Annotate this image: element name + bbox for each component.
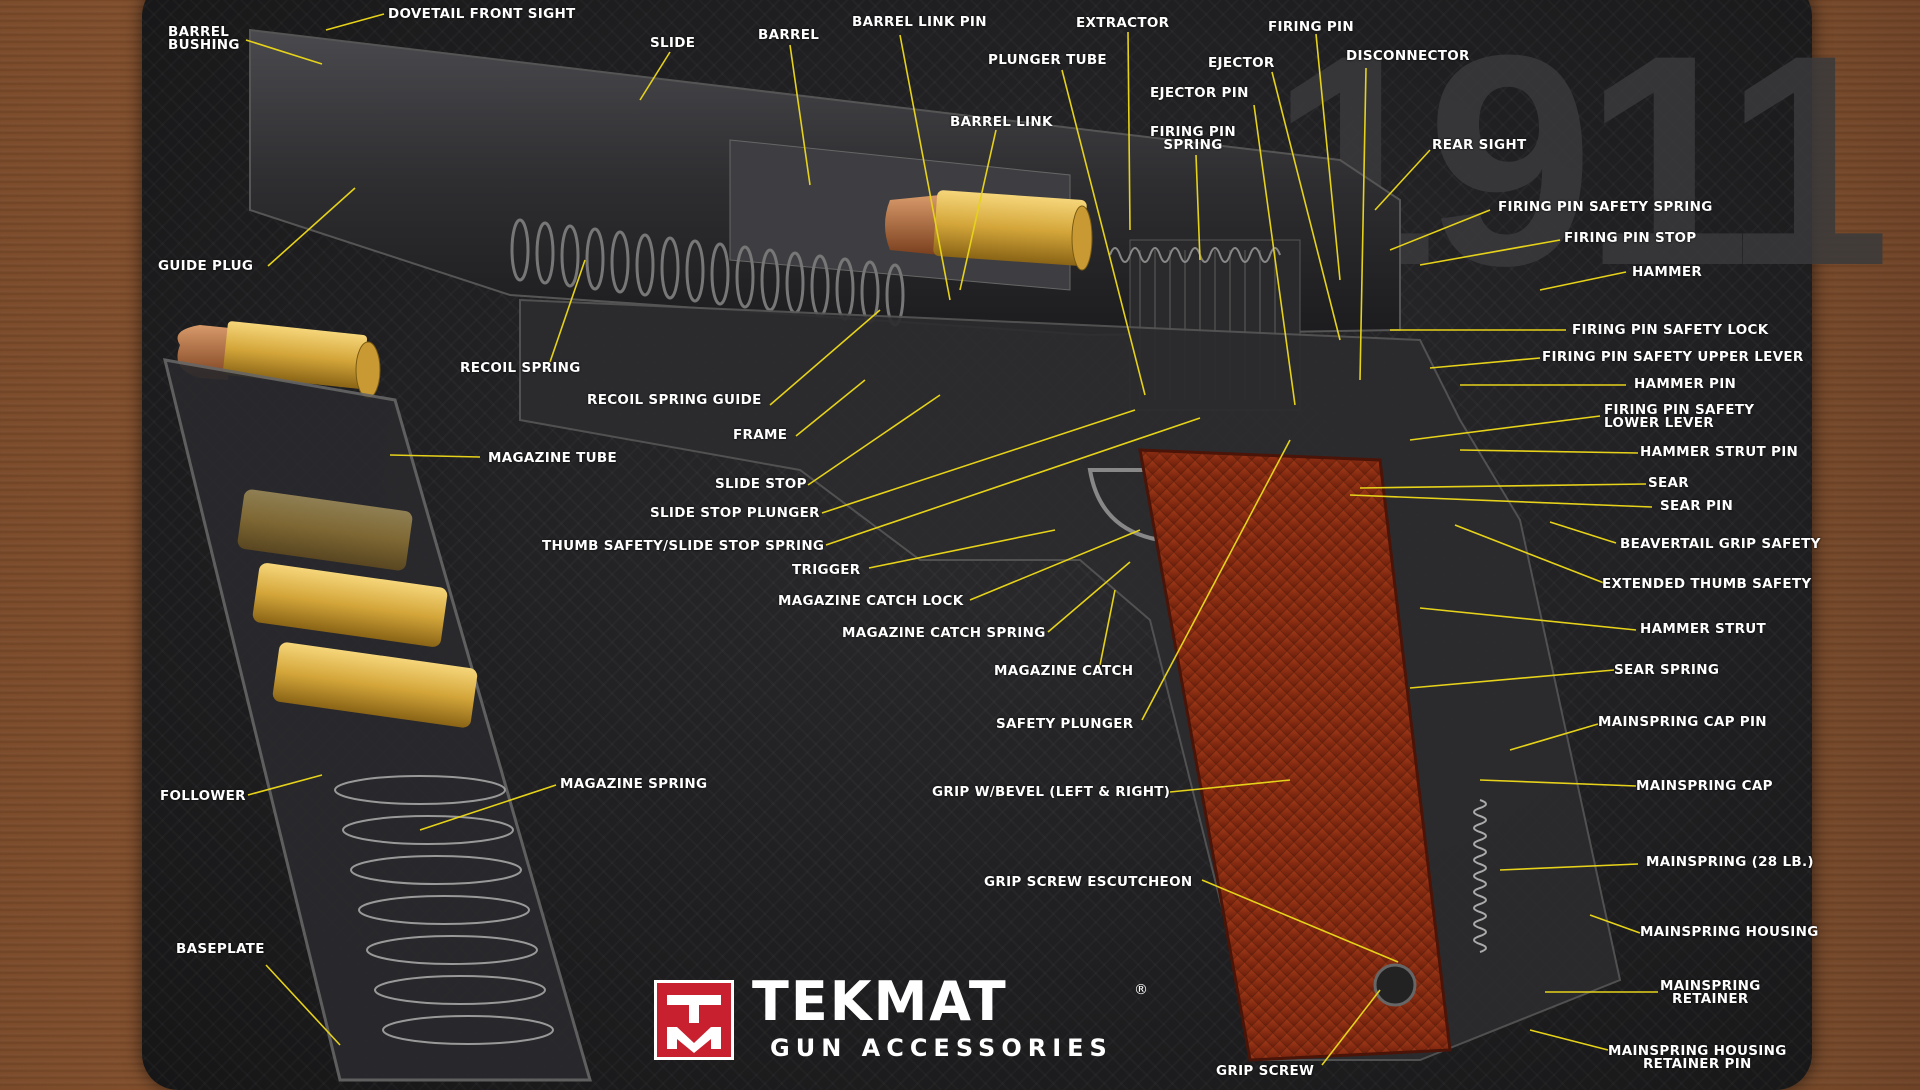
label-ejector-pin: EJECTOR PIN <box>1150 85 1249 101</box>
label-mainspring-housing-retainer-pin: MAINSPRING HOUSING RETAINER PIN <box>1608 1043 1787 1072</box>
label-grip-w-bevel: GRIP W/BEVEL (LEFT & RIGHT) <box>932 784 1171 800</box>
label-barrel: BARREL <box>758 27 820 43</box>
label-magazine-spring: MAGAZINE SPRING <box>560 776 708 792</box>
label-rear-sight: REAR SIGHT <box>1432 137 1527 153</box>
label-sear-pin: SEAR PIN <box>1660 498 1734 514</box>
grip-panel-shape <box>1138 448 1452 1062</box>
mainspring-shape <box>1473 799 1487 953</box>
recoil-spring-shape <box>510 218 905 327</box>
label-sear-spring: SEAR SPRING <box>1614 662 1720 678</box>
label-thumb-safety-slide-stop-spring: THUMB SAFETY/SLIDE STOP SPRING <box>542 538 825 554</box>
label-grip-screw-escutcheon: GRIP SCREW ESCUTCHEON <box>984 874 1193 890</box>
frame-shape <box>519 298 1622 1061</box>
label-barrel-link-pin: BARREL LINK PIN <box>852 14 987 30</box>
tm-mark-icon <box>667 995 721 1053</box>
label-firing-pin-spring: FIRING PIN SPRING <box>1150 124 1236 153</box>
label-follower: FOLLOWER <box>160 788 246 804</box>
label-firing-pin-stop: FIRING PIN STOP <box>1564 230 1697 246</box>
label-mainspring-28lb: MAINSPRING (28 LB.) <box>1646 854 1814 870</box>
label-slide-stop-plunger: SLIDE STOP PLUNGER <box>650 505 820 521</box>
label-mainspring-cap: MAINSPRING CAP <box>1636 778 1773 794</box>
chambered-cartridge <box>885 190 1093 271</box>
brand-name: TEKMAT <box>752 970 1008 1033</box>
label-mainspring-cap-pin: MAINSPRING CAP PIN <box>1598 714 1767 730</box>
firing-pin-spring-shape <box>1109 247 1281 263</box>
label-plunger-tube: PLUNGER TUBE <box>988 52 1107 68</box>
label-slide: SLIDE <box>650 35 696 51</box>
label-grip-screw: GRIP SCREW <box>1216 1063 1315 1079</box>
label-firing-pin-safety-upper-lever: FIRING PIN SAFETY UPPER LEVER <box>1542 349 1804 365</box>
tekmat-logo <box>654 980 734 1060</box>
label-safety-plunger: SAFETY PLUNGER <box>996 716 1134 732</box>
label-barrel-link: BARREL LINK <box>950 114 1053 130</box>
label-extended-thumb-safety: EXTENDED THUMB SAFETY <box>1602 576 1812 592</box>
label-disconnector: DISCONNECTOR <box>1346 48 1470 64</box>
label-firing-pin: FIRING PIN <box>1268 19 1354 35</box>
label-hammer: HAMMER <box>1632 264 1703 280</box>
label-magazine-catch: MAGAZINE CATCH <box>994 663 1134 679</box>
grip-screw-shape <box>1373 963 1417 1007</box>
brand-tagline: GUN ACCESSORIES <box>770 1034 1113 1062</box>
label-dovetail-front-sight: DOVETAIL FRONT SIGHT <box>388 6 576 22</box>
leader-lines <box>245 13 1658 1066</box>
label-firing-pin-safety-spring: FIRING PIN SAFETY SPRING <box>1498 199 1713 215</box>
label-recoil-spring-guide: RECOIL SPRING GUIDE <box>587 392 762 408</box>
label-baseplate: BASEPLATE <box>176 941 265 957</box>
label-mainspring-retainer: MAINSPRING RETAINER <box>1660 978 1761 1007</box>
label-mainspring-housing: MAINSPRING HOUSING <box>1640 924 1819 940</box>
label-firing-pin-safety-lock: FIRING PIN SAFETY LOCK <box>1572 322 1769 338</box>
registered-mark: ® <box>1134 982 1148 998</box>
label-ejector: EJECTOR <box>1208 55 1275 71</box>
label-frame: FRAME <box>733 427 788 443</box>
label-recoil-spring: RECOIL SPRING <box>460 360 581 376</box>
label-magazine-tube: MAGAZINE TUBE <box>488 450 618 466</box>
label-hammer-strut: HAMMER STRUT <box>1640 621 1767 637</box>
label-sear: SEAR <box>1648 475 1689 491</box>
label-firing-pin-safety-lower-lever: FIRING PIN SAFETY LOWER LEVER <box>1604 402 1755 431</box>
label-slide-stop: SLIDE STOP <box>715 476 807 492</box>
label-extractor: EXTRACTOR <box>1076 15 1170 31</box>
label-trigger: TRIGGER <box>792 562 861 578</box>
label-beavertail-grip-safety: BEAVERTAIL GRIP SAFETY <box>1620 536 1821 552</box>
label-guide-plug: GUIDE PLUG <box>158 258 254 274</box>
label-hammer-strut-pin: HAMMER STRUT PIN <box>1640 444 1799 460</box>
label-barrel-bushing: BARREL BUSHING <box>168 24 240 53</box>
label-hammer-pin: HAMMER PIN <box>1634 376 1737 392</box>
magazine-shape <box>163 358 592 1082</box>
label-magazine-catch-spring: MAGAZINE CATCH SPRING <box>842 625 1046 641</box>
label-magazine-catch-lock: MAGAZINE CATCH LOCK <box>778 593 964 609</box>
